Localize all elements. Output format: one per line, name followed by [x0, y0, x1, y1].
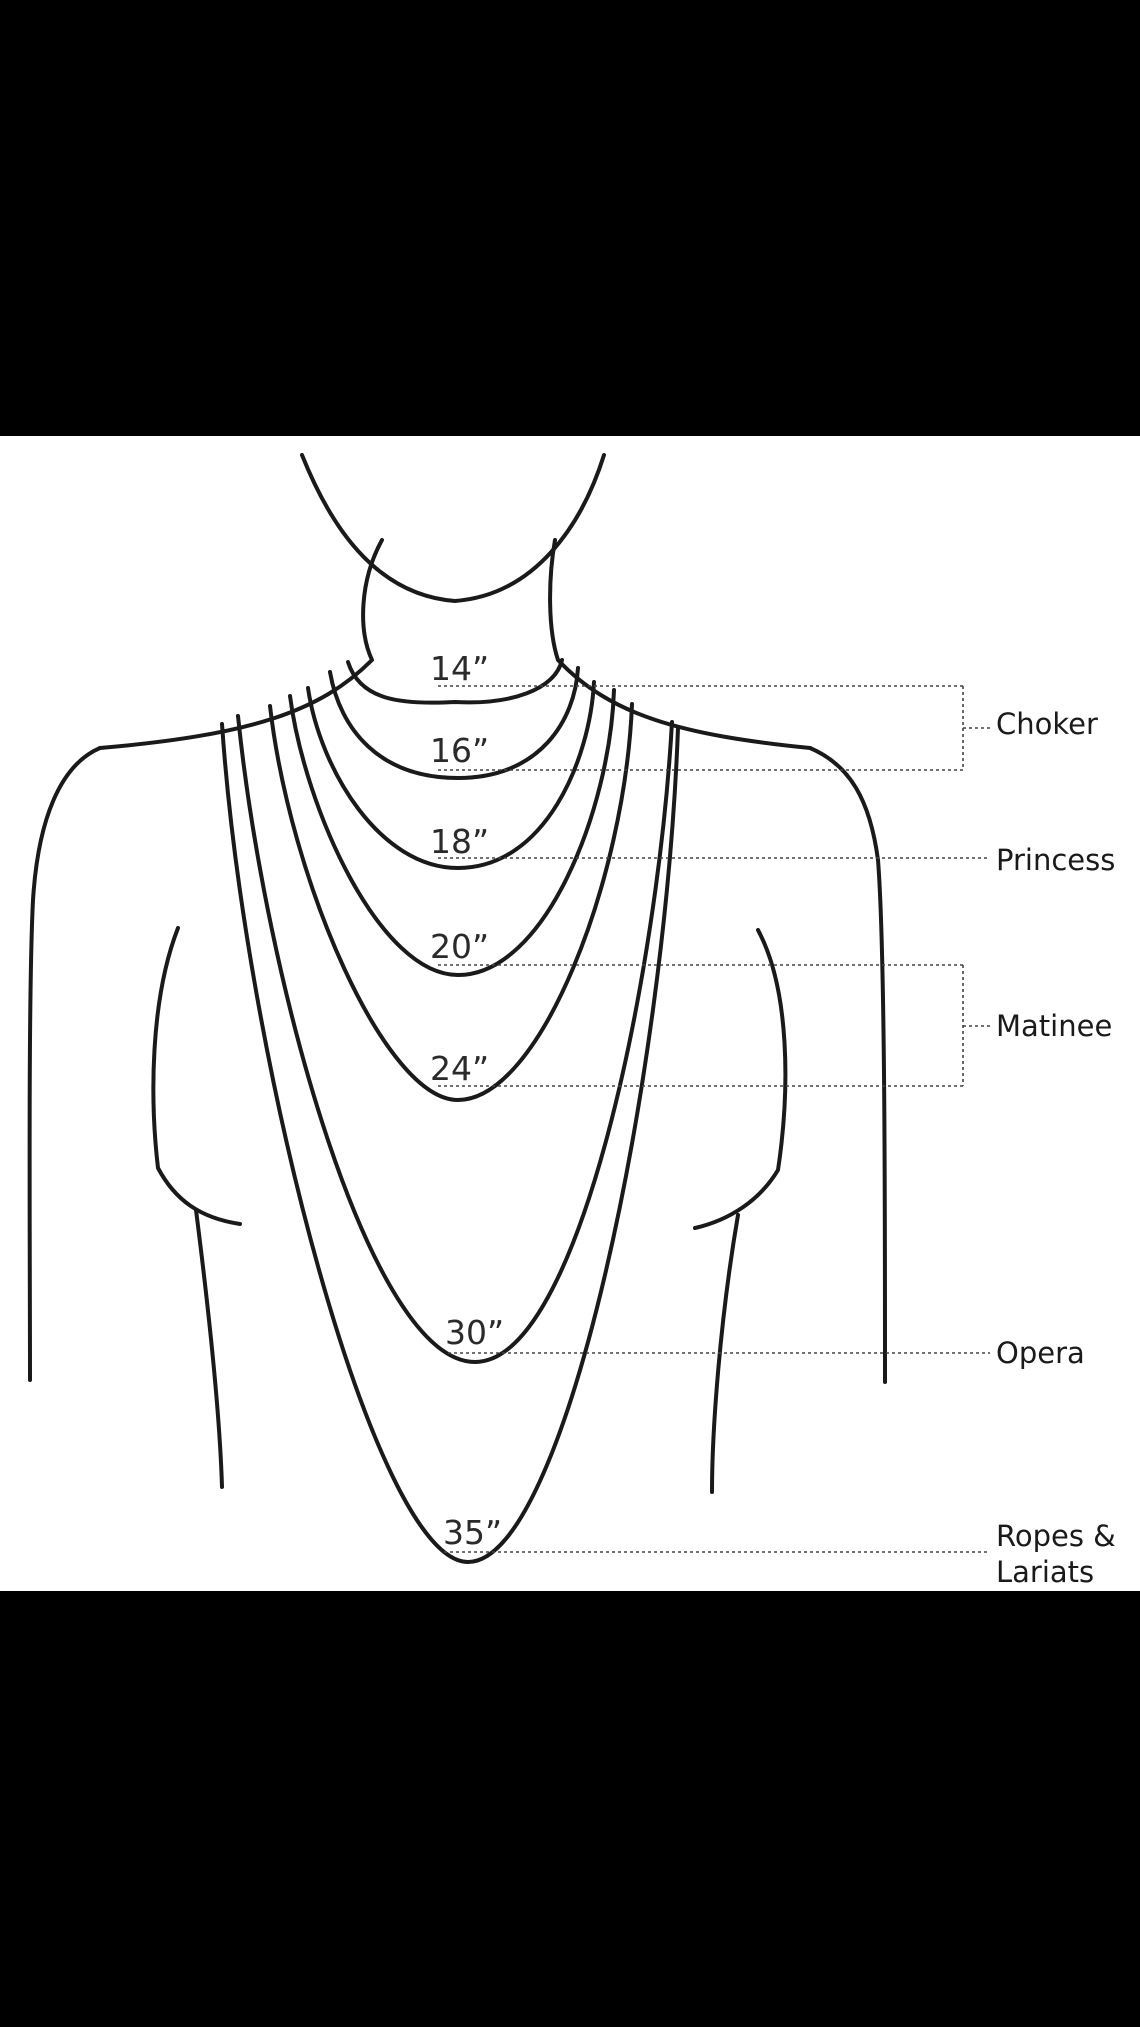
style-labels: Choker Princess Matinee Opera Ropes & La…: [996, 707, 1116, 1589]
style-label-lariats: Lariats: [996, 1555, 1094, 1589]
length-label-16: 16”: [430, 731, 489, 770]
neck-right-outline: [548, 538, 812, 750]
length-labels: 14” 16” 18” 20” 24” 30” 35”: [430, 649, 504, 1552]
length-label-24: 24”: [430, 1049, 489, 1088]
chain-18: [306, 680, 596, 871]
style-label-opera: Opera: [996, 1336, 1085, 1370]
chain-16: [328, 666, 580, 781]
left-side-outline: [194, 1208, 224, 1489]
left-chest-outline: [151, 926, 242, 1226]
chain-24: [268, 702, 634, 1103]
style-label-matinee: Matinee: [996, 1009, 1112, 1043]
necklace-chains: [220, 658, 680, 1565]
bottom-black-bar: [0, 1591, 1140, 2027]
style-label-ropes: Ropes &: [996, 1519, 1116, 1553]
length-label-18: 18”: [430, 822, 489, 861]
style-label-choker: Choker: [996, 707, 1098, 741]
length-label-14: 14”: [430, 649, 489, 688]
chain-35: [220, 722, 680, 1565]
chain-30: [236, 714, 674, 1365]
right-side-outline: [710, 1213, 740, 1494]
style-label-princess: Princess: [996, 843, 1115, 877]
length-label-35: 35”: [443, 1513, 502, 1552]
chain-20: [288, 688, 616, 978]
left-arm-outline: [27, 746, 102, 1382]
right-arm-outline: [808, 746, 887, 1384]
chain-14: [346, 658, 564, 705]
right-chest-outline: [693, 928, 788, 1230]
length-label-30: 30”: [445, 1313, 504, 1352]
torso-outline: [27, 453, 887, 1494]
length-label-20: 20”: [430, 927, 489, 966]
leader-lines: [438, 685, 990, 1553]
top-black-bar: [0, 0, 1140, 436]
diagram-panel: [0, 436, 1140, 1591]
chin-outline: [300, 453, 606, 603]
